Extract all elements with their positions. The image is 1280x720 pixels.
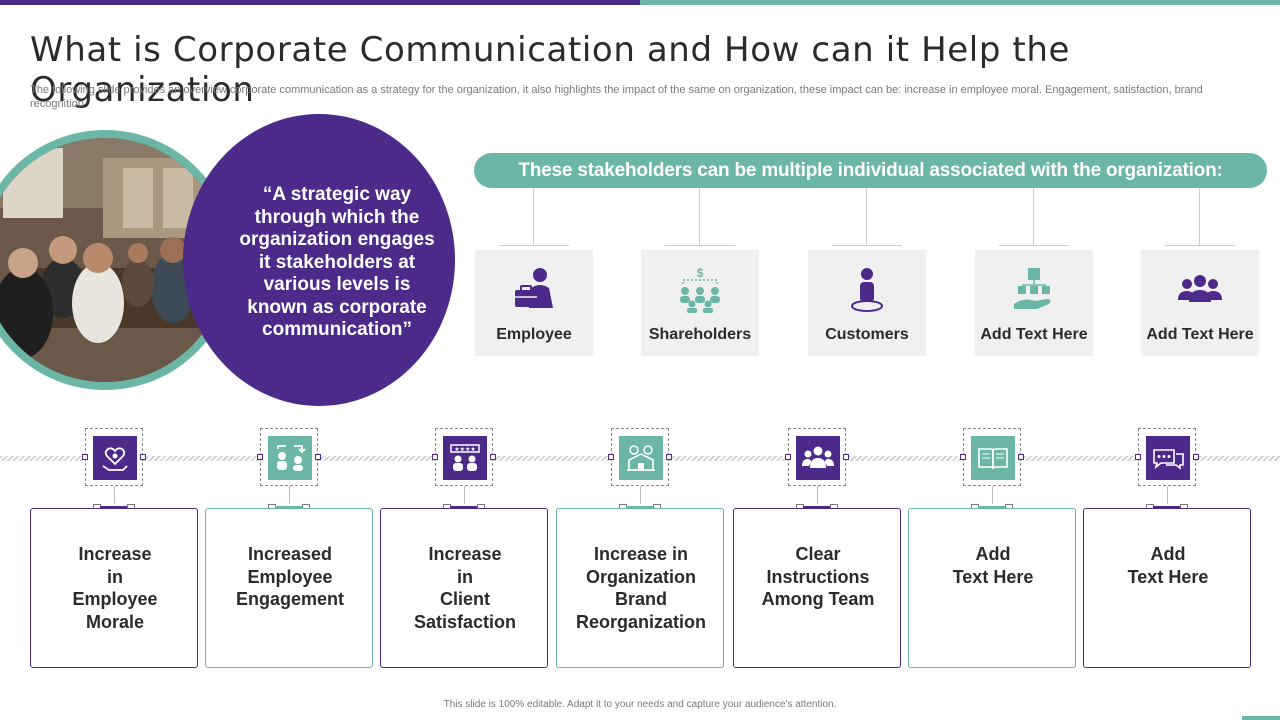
team-icon	[796, 436, 840, 480]
client-rating-icon: ★★★★	[443, 436, 487, 480]
stakeholder-divider	[1165, 245, 1235, 246]
hierarchy-hand-icon	[1014, 268, 1051, 309]
impact-clear-instructions: Clear Instructions Among Team	[733, 428, 901, 668]
svg-text:$: $	[697, 266, 704, 280]
impact-card: Increased Employee Engagement	[205, 508, 373, 668]
stakeholder-label: Employee	[496, 326, 572, 343]
impact-connector	[1167, 486, 1168, 504]
impact-add-text-2: Add Text Here	[1083, 428, 1251, 668]
impact-client-satisfaction: ★★★★ Increase in Client Satisfaction	[380, 428, 548, 668]
brand-building-icon	[619, 436, 663, 480]
impact-card: Increase in Client Satisfaction	[380, 508, 548, 668]
quote-circle	[183, 114, 455, 406]
impact-connector	[289, 486, 290, 504]
customer-person-icon	[851, 268, 883, 312]
corner-accent	[1242, 716, 1280, 720]
chat-bubbles-icon	[1146, 436, 1190, 480]
impact-connector	[817, 486, 818, 504]
stakeholder-label: Customers	[825, 326, 909, 343]
page-subtitle: The following slide provides an overview…	[30, 84, 1203, 110]
top-accent-bar-teal	[640, 0, 1280, 5]
stakeholder-employee: Employee	[475, 188, 593, 356]
stakeholder-divider	[665, 245, 735, 246]
impact-text: Increase in Client Satisfaction	[413, 544, 517, 632]
footer-note: This slide is 100% editable. Adapt it to…	[443, 699, 837, 710]
heart-hand-icon	[93, 436, 137, 480]
impact-card: Increase in Employee Morale	[30, 508, 198, 668]
impact-text: Clear Instructions Among Team	[761, 544, 875, 609]
stakeholder-customers: Customers	[808, 188, 926, 356]
icon-frame	[1135, 428, 1199, 486]
stakeholder-card: Add Text Here	[1141, 250, 1259, 356]
stakeholder-connector	[533, 188, 534, 245]
shareholders-dollar-icon: $	[680, 266, 720, 313]
impact-card: Add Text Here	[1083, 508, 1251, 668]
stakeholder-add-text-2: Add Text Here	[1141, 188, 1259, 356]
stakeholder-connector	[866, 188, 867, 245]
stakeholder-card: $ Shareholders	[641, 250, 759, 356]
definition-quote: “A strategic way through which the organ…	[239, 184, 435, 340]
stakeholders-banner: These stakeholders can be multiple indiv…	[474, 153, 1267, 188]
icon-frame	[82, 428, 146, 486]
impact-text: Increase in Organization Brand Reorganiz…	[575, 544, 706, 632]
svg-text:★★★★: ★★★★	[454, 446, 476, 453]
impact-card: Increase in Organization Brand Reorganiz…	[556, 508, 724, 668]
stakeholder-divider	[999, 245, 1069, 246]
impact-card: Add Text Here	[908, 508, 1076, 668]
icon-frame	[257, 428, 321, 486]
open-book-icon	[971, 436, 1015, 480]
stakeholder-label: Add Text Here	[980, 326, 1088, 343]
stakeholder-connector	[1033, 188, 1034, 245]
stakeholder-connector	[699, 188, 700, 245]
people-exchange-icon	[268, 436, 312, 480]
stakeholder-label: Shareholders	[648, 326, 752, 343]
impact-connector	[640, 486, 641, 504]
stakeholder-label: Add Text Here	[1146, 326, 1254, 343]
impact-employee-engagement: Increased Employee Engagement	[205, 428, 373, 668]
meeting-photo	[0, 138, 227, 382]
stakeholder-card: Employee	[475, 250, 593, 356]
icon-frame	[960, 428, 1024, 486]
stakeholder-divider	[499, 245, 569, 246]
group-icon	[1178, 275, 1222, 302]
page-title: What is Corporate Communication and How …	[30, 30, 1071, 110]
impact-card: Clear Instructions Among Team	[733, 508, 901, 668]
impact-brand-reorganization: Increase in Organization Brand Reorganiz…	[556, 428, 724, 668]
impact-connector	[992, 486, 993, 504]
impact-text: Add Text Here	[1127, 544, 1209, 587]
icon-frame	[608, 428, 672, 486]
impact-connector	[464, 486, 465, 504]
icon-frame: ★★★★	[432, 428, 496, 486]
stakeholder-card: Add Text Here	[975, 250, 1093, 356]
impact-text: Increase in Employee Morale	[72, 544, 158, 632]
impact-text: Increased Employee Engagement	[235, 544, 345, 609]
stakeholder-card: Customers	[808, 250, 926, 356]
stakeholder-connector	[1199, 188, 1200, 245]
employee-briefcase-icon	[515, 268, 553, 308]
impact-text: Add Text Here	[952, 544, 1034, 587]
stakeholder-shareholders: $ Shareholders	[641, 188, 759, 356]
top-accent-bar-purple	[0, 0, 640, 5]
impact-connector	[114, 486, 115, 504]
impact-add-text-1: Add Text Here	[908, 428, 1076, 668]
stakeholder-divider	[832, 245, 902, 246]
icon-frame	[785, 428, 849, 486]
stakeholder-add-text-1: Add Text Here	[975, 188, 1093, 356]
impact-employee-morale: Increase in Employee Morale	[30, 428, 198, 668]
